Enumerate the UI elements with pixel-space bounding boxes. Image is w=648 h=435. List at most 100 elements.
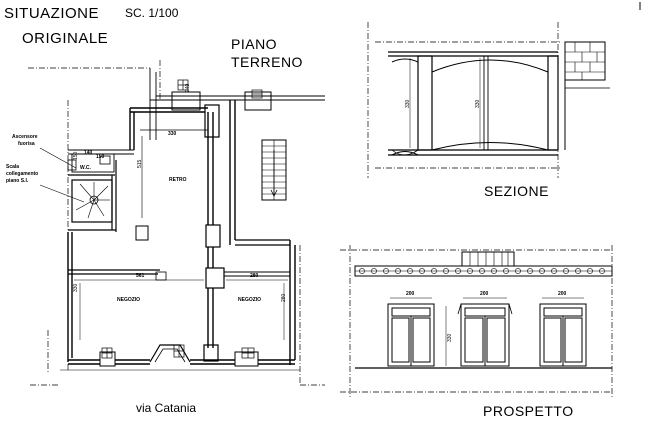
plan-spiral-treads	[75, 182, 110, 219]
cornice-ornament	[539, 268, 545, 274]
note-ascensore: Ascensore	[12, 134, 38, 140]
cornice-ornament	[467, 268, 473, 274]
cornice-ornament	[491, 268, 497, 274]
cornice-ornament	[395, 268, 401, 274]
plan-column	[135, 225, 149, 241]
section-label: SEZIONE	[484, 183, 549, 199]
note-piano-si: piano S.I.	[6, 178, 29, 184]
plan-window	[99, 351, 116, 367]
elevation-dim-label: 200	[558, 291, 567, 297]
plan-dim-label: 150	[73, 151, 79, 160]
elevation-label: PROSPETTO	[483, 403, 574, 419]
elevation-shopfront-left	[387, 303, 435, 367]
floor-plan	[28, 60, 325, 386]
plan-column-hatch	[101, 79, 263, 359]
plan-dim-label: 280	[281, 293, 287, 302]
plan-dim-label: 515	[137, 159, 143, 168]
section-vault	[431, 142, 549, 151]
room-label-retro: RETRO	[169, 177, 187, 183]
section-column	[547, 55, 559, 151]
cornice-ornament	[503, 268, 509, 274]
plan-dim-label: 140	[84, 150, 93, 156]
plan-note-leader	[39, 147, 77, 169]
section-vault	[431, 59, 549, 73]
plan-left-wall	[67, 232, 73, 362]
cornice-ornament	[587, 268, 593, 274]
plan-dim-label: 280	[250, 273, 259, 279]
section-vault	[391, 151, 419, 156]
room-label-negozio-left: NEGOZIO	[117, 297, 141, 303]
title-scale: SC. 1/100	[125, 6, 179, 20]
plan-cross-wall	[224, 271, 290, 277]
plan-pier	[171, 91, 201, 111]
cornice-ornament	[359, 268, 365, 274]
section-slab	[388, 51, 558, 57]
elevation-dim-label: 200	[406, 291, 415, 297]
cornice-ornament	[599, 268, 605, 274]
plan-pier	[204, 104, 220, 138]
section-vault	[391, 58, 419, 63]
cornice-ornament	[575, 268, 581, 274]
section-slab	[388, 149, 558, 156]
cornice-ornament	[515, 268, 521, 274]
room-label-wc: W.C.	[80, 165, 91, 171]
plan-pier	[203, 344, 219, 362]
plan-shop-divider	[207, 288, 214, 348]
cornice-ornament	[371, 268, 377, 274]
elevation-dim-label: 200	[480, 291, 489, 297]
cornice-ornament	[527, 268, 533, 274]
title-originale: ORIGINALE	[22, 30, 109, 47]
plan-pier	[205, 267, 225, 289]
plan-pier	[205, 224, 221, 248]
elevation-drawing	[340, 245, 613, 398]
plan-wc-fixture	[67, 159, 77, 171]
cornice-ornament	[551, 268, 557, 274]
section-masonry-hatch	[565, 42, 605, 80]
plan-heading-terreno: TERRENO	[231, 54, 303, 70]
cornice-ornament	[431, 268, 437, 274]
plan-window-bay	[154, 348, 186, 363]
elevation-railing	[461, 251, 515, 267]
plan-dim-label: 561	[136, 273, 145, 279]
plan-dim-label: 150	[96, 154, 105, 160]
note-collegamento: collegamento	[6, 171, 39, 177]
plan-wc-fixture	[99, 155, 111, 165]
section-vault	[391, 149, 419, 156]
section-column	[417, 55, 433, 151]
cornice-ornament	[419, 268, 425, 274]
street-label-via-catania: via Catania	[136, 401, 197, 415]
cornice-ornament	[383, 268, 389, 274]
cornice-ornament	[407, 268, 413, 274]
plan-front-facade	[258, 359, 295, 365]
room-label-negozio-right: NEGOZIO	[238, 297, 262, 303]
plan-upper-wall	[149, 68, 325, 101]
section-dim-label: 330	[405, 99, 411, 108]
elevation-cornice-ornaments	[359, 268, 605, 274]
elevation-shopfront-center	[457, 303, 513, 367]
plan-column	[155, 271, 167, 281]
elevation-shopfront-right	[539, 303, 587, 367]
title-situazione: SITUAZIONE	[4, 5, 100, 22]
plan-dim-label: 240	[185, 83, 191, 92]
plan-inner-wall	[207, 112, 214, 225]
elevation-railing-bars	[469, 252, 509, 266]
plan-front-facade	[115, 359, 150, 365]
plan-stair-arrow	[270, 150, 278, 197]
plan-wc	[71, 153, 115, 173]
plan-window	[234, 351, 259, 367]
note-fuorisa: fuorisa	[18, 141, 35, 147]
plan-pier	[244, 91, 272, 111]
plan-cross-wall	[68, 269, 160, 275]
plan-right-wall	[229, 100, 236, 245]
plan-upper-wall	[149, 96, 157, 140]
cornice-ornament	[563, 268, 569, 274]
cornice-ornament	[455, 268, 461, 274]
section-drawing	[367, 22, 610, 178]
section-masonry	[564, 41, 606, 81]
plan-right-wall	[235, 239, 290, 246]
plan-note-leader	[39, 184, 85, 203]
plan-dim-label: 330	[73, 283, 79, 292]
plan-right-wall	[289, 240, 296, 365]
plan-front-facade	[68, 359, 100, 365]
